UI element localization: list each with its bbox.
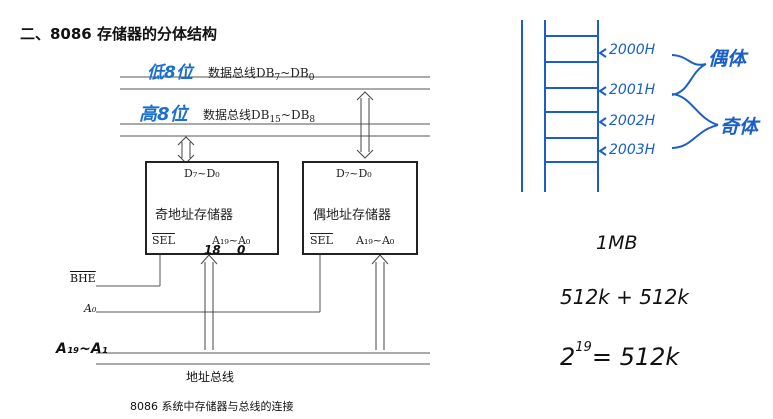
capacity-annotation: 1MB: [596, 232, 638, 254]
even-data-range: D₇~D₀: [336, 167, 372, 180]
data-bus-low-label: 数据总线DB7~DB0: [208, 66, 315, 83]
odd-address-range: A₁₉~A₀: [212, 234, 251, 247]
address-bus-label: 地址总线: [186, 370, 235, 384]
odd-a0-mark: 0: [237, 243, 246, 257]
odd-bus-connector: [177, 136, 195, 164]
figure-caption: 8086 系统中存储器与总线的连接: [130, 400, 294, 413]
even-bus-connector: [356, 91, 374, 159]
high-8-bit-annotation: 高8位: [139, 104, 188, 125]
memory-column-sketch: [521, 20, 719, 192]
bhe-signal-label: BHE: [70, 272, 96, 285]
even-address-connector: [371, 254, 389, 350]
even-memory-box: [302, 161, 418, 255]
odd-address-connector: [200, 254, 218, 350]
even-memory-name: 偶地址存储器: [313, 208, 392, 223]
a0-signal-label: A₀: [84, 302, 97, 315]
odd-sel-label: SEL: [152, 234, 175, 247]
even-sel-label: SEL: [310, 234, 333, 247]
power-annotation: 219= 512k: [560, 340, 680, 371]
odd-data-range: D₇~D₀: [184, 167, 220, 180]
low-8-bit-annotation: 低8位: [147, 63, 193, 83]
odd-a18-mark: 18: [204, 243, 221, 257]
even-address-range: A₁₉~A₀: [356, 234, 395, 247]
odd-bank-annotation: 奇体: [720, 116, 759, 138]
addr-2001h: 2001H: [609, 82, 656, 98]
addr-2000h: 2000H: [609, 42, 656, 58]
even-bank-annotation: 偶体: [708, 48, 747, 70]
addr-2002h: 2002H: [609, 113, 656, 129]
addr-2003h: 2003H: [609, 142, 656, 158]
data-bus-high-label: 数据总线DB15~DB8: [203, 108, 316, 125]
split-annotation: 512k + 512k: [560, 285, 689, 309]
section-heading: 二、8086 存储器的分体结构: [20, 25, 217, 43]
odd-memory-box: [145, 161, 279, 255]
odd-memory-name: 奇地址存储器: [155, 208, 234, 223]
a19-a1-annotation: A₁₉~A₁: [56, 341, 108, 357]
